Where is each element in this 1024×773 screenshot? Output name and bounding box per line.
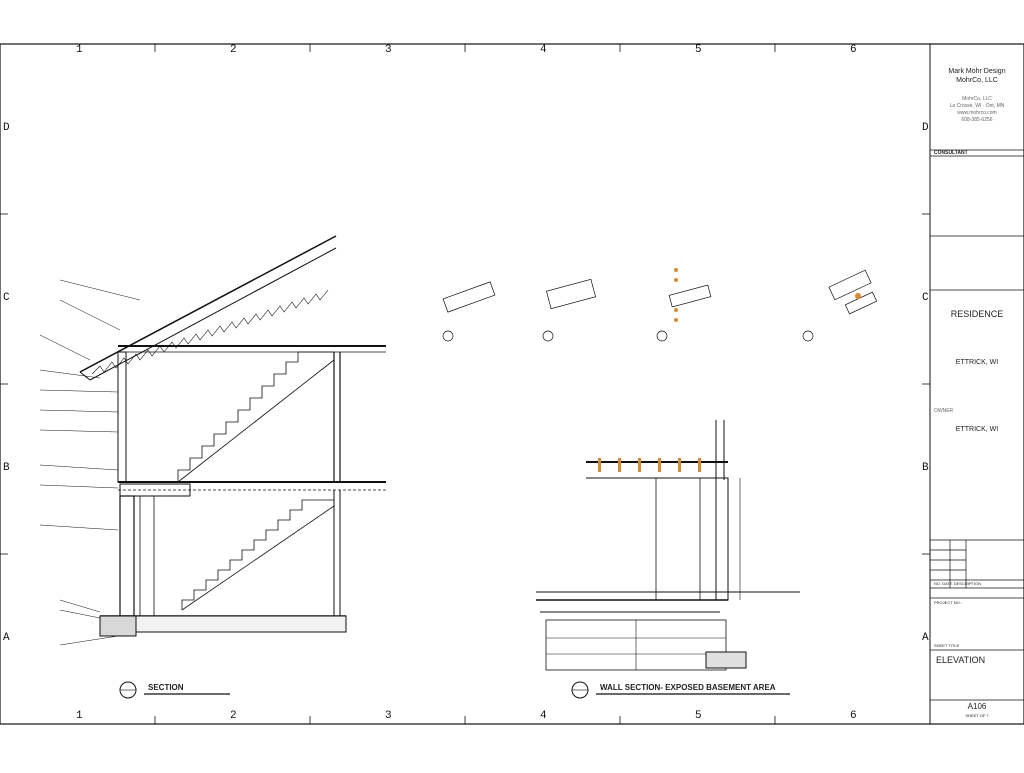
section-drawing xyxy=(79,235,386,637)
grid-col-2-bottom: 2 xyxy=(230,710,237,722)
grid-row-c-left: C xyxy=(3,292,10,304)
grid-col-1-bottom: 1 xyxy=(76,710,83,722)
owner-label: OWNER xyxy=(934,408,954,414)
grid-col-6-top: 6 xyxy=(850,44,857,56)
detail-vignettes xyxy=(442,269,878,342)
project-number-label: PROJECT NO.: xyxy=(934,600,962,605)
firm-line-1: MohrCo, LLC xyxy=(962,96,992,102)
grid-ticks xyxy=(0,44,930,724)
firm-line-4: 608-385-6256 xyxy=(961,117,993,123)
grid-row-c-right: C xyxy=(922,292,929,304)
wall-section-view-title: WALL SECTION- EXPOSED BASEMENT AREA xyxy=(600,683,776,692)
sheet-title-label: SHEET TITLE xyxy=(934,643,960,648)
section-view-title: SECTION xyxy=(148,683,184,692)
project-name: RESIDENCE xyxy=(950,309,1004,319)
wall-section-drawing xyxy=(536,420,800,671)
sheet-number: A106 xyxy=(967,702,987,711)
grid-col-2-top: 2 xyxy=(230,44,237,56)
firm-name: Mark Mohr Design xyxy=(948,68,1006,75)
grid-col-3-bottom: 3 xyxy=(385,710,392,722)
sheet-border xyxy=(0,43,1024,725)
joist-marks xyxy=(598,458,701,472)
owner-location: ETTRICK, WI xyxy=(955,426,999,433)
sheet-title: ELEVATION xyxy=(936,655,986,665)
project-location: ETTRICK, WI xyxy=(955,359,999,366)
firm-line-3: www.mohrco.com xyxy=(957,110,997,116)
detail-accent-marks xyxy=(674,268,861,322)
grid-row-a-left: A xyxy=(3,632,10,644)
grid-row-b-right: B xyxy=(922,462,929,474)
grid-col-3-top: 3 xyxy=(385,44,392,56)
grid-col-1-top: 1 xyxy=(76,44,83,56)
sheet-of: SHEET OF 7 xyxy=(965,713,989,718)
title-block-lines xyxy=(930,149,1024,701)
grid-col-4-bottom: 4 xyxy=(540,710,547,722)
grid-row-b-left: B xyxy=(3,462,10,474)
grid-row-d-right: D xyxy=(922,122,929,134)
firm-sub: MohrCo, LLC xyxy=(956,77,998,84)
grid-col-5-bottom: 5 xyxy=(695,710,702,722)
grid-col-4-top: 4 xyxy=(540,44,547,56)
consultants-label: CONSULTANT xyxy=(934,150,968,156)
grid-row-a-right: A xyxy=(922,632,929,644)
firm-line-2: La Crosse, WI · Ont, MN xyxy=(949,103,1005,109)
grid-col-5-top: 5 xyxy=(695,44,702,56)
left-leaders xyxy=(39,279,141,646)
grid-col-6-bottom: 6 xyxy=(850,710,857,722)
grid-row-d-left: D xyxy=(3,122,10,134)
view-title-markers xyxy=(119,681,790,699)
revision-header: NO. DATE DESCRIPTION xyxy=(934,581,982,586)
